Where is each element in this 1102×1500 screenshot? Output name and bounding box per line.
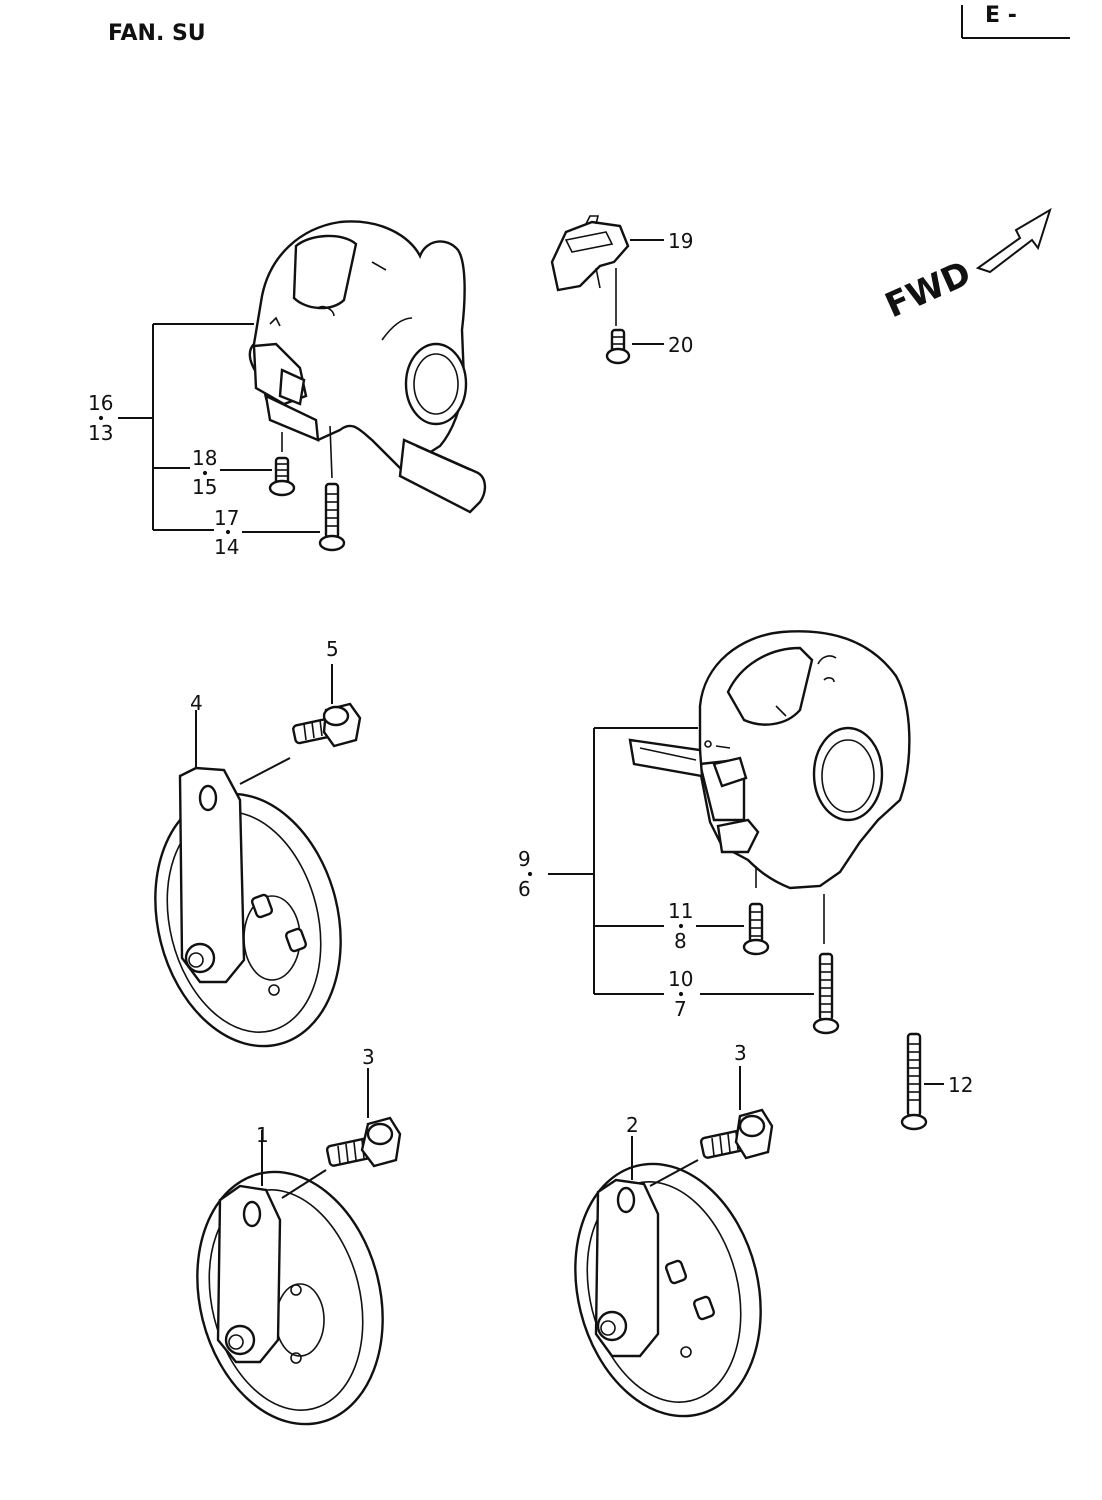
pair-dots xyxy=(98,415,684,997)
page-tab: E - xyxy=(961,3,1070,39)
fwd-direction-indicator: FWD xyxy=(879,207,1052,326)
callout-19: 19 xyxy=(668,229,693,253)
callout-13: 13 xyxy=(88,421,113,445)
bracket-right-switch xyxy=(548,727,814,995)
callout-7: 7 xyxy=(674,997,687,1021)
callout-8: 8 xyxy=(674,929,687,953)
callout-10: 10 xyxy=(668,967,693,991)
callout-17: 17 xyxy=(214,506,239,530)
horn-4 xyxy=(154,766,342,1048)
screw-7-10 xyxy=(812,952,840,1035)
callout-12: 12 xyxy=(948,1073,973,1097)
page-tab-label: E - xyxy=(985,3,1017,28)
fwd-label: FWD xyxy=(879,253,977,326)
callout-4: 4 xyxy=(190,691,203,715)
page-header-title: FAN. SU xyxy=(108,21,206,46)
screw-20 xyxy=(605,328,631,365)
bracket-left-switch xyxy=(118,323,320,533)
bolt-3-right xyxy=(699,1108,774,1160)
callout-18: 18 xyxy=(192,446,217,470)
bolt-3-left xyxy=(325,1116,402,1168)
callout-3-left: 3 xyxy=(362,1045,375,1069)
callout-16: 16 xyxy=(88,391,113,415)
small-switch-19 xyxy=(550,215,630,292)
screw-12 xyxy=(900,1032,928,1131)
screw-15-18 xyxy=(268,456,296,497)
callout-15: 15 xyxy=(192,475,217,499)
callout-9: 9 xyxy=(518,847,531,871)
bolt-5 xyxy=(292,702,362,748)
fwd-arrow-icon xyxy=(975,207,1052,274)
callout-20: 20 xyxy=(668,333,693,357)
callout-2: 2 xyxy=(626,1113,639,1137)
right-handlebar-switch xyxy=(628,630,911,890)
screw-14-17 xyxy=(318,482,346,552)
callout-6: 6 xyxy=(518,877,531,901)
callout-3-right: 3 xyxy=(734,1041,747,1065)
callout-14: 14 xyxy=(214,535,239,559)
screw-8-11 xyxy=(742,902,770,956)
callout-1: 1 xyxy=(256,1123,269,1147)
callout-11: 11 xyxy=(668,899,693,923)
callout-5: 5 xyxy=(326,637,339,661)
horn-2 xyxy=(574,1162,762,1418)
horn-1 xyxy=(196,1170,384,1426)
left-handlebar-switch xyxy=(248,220,487,514)
